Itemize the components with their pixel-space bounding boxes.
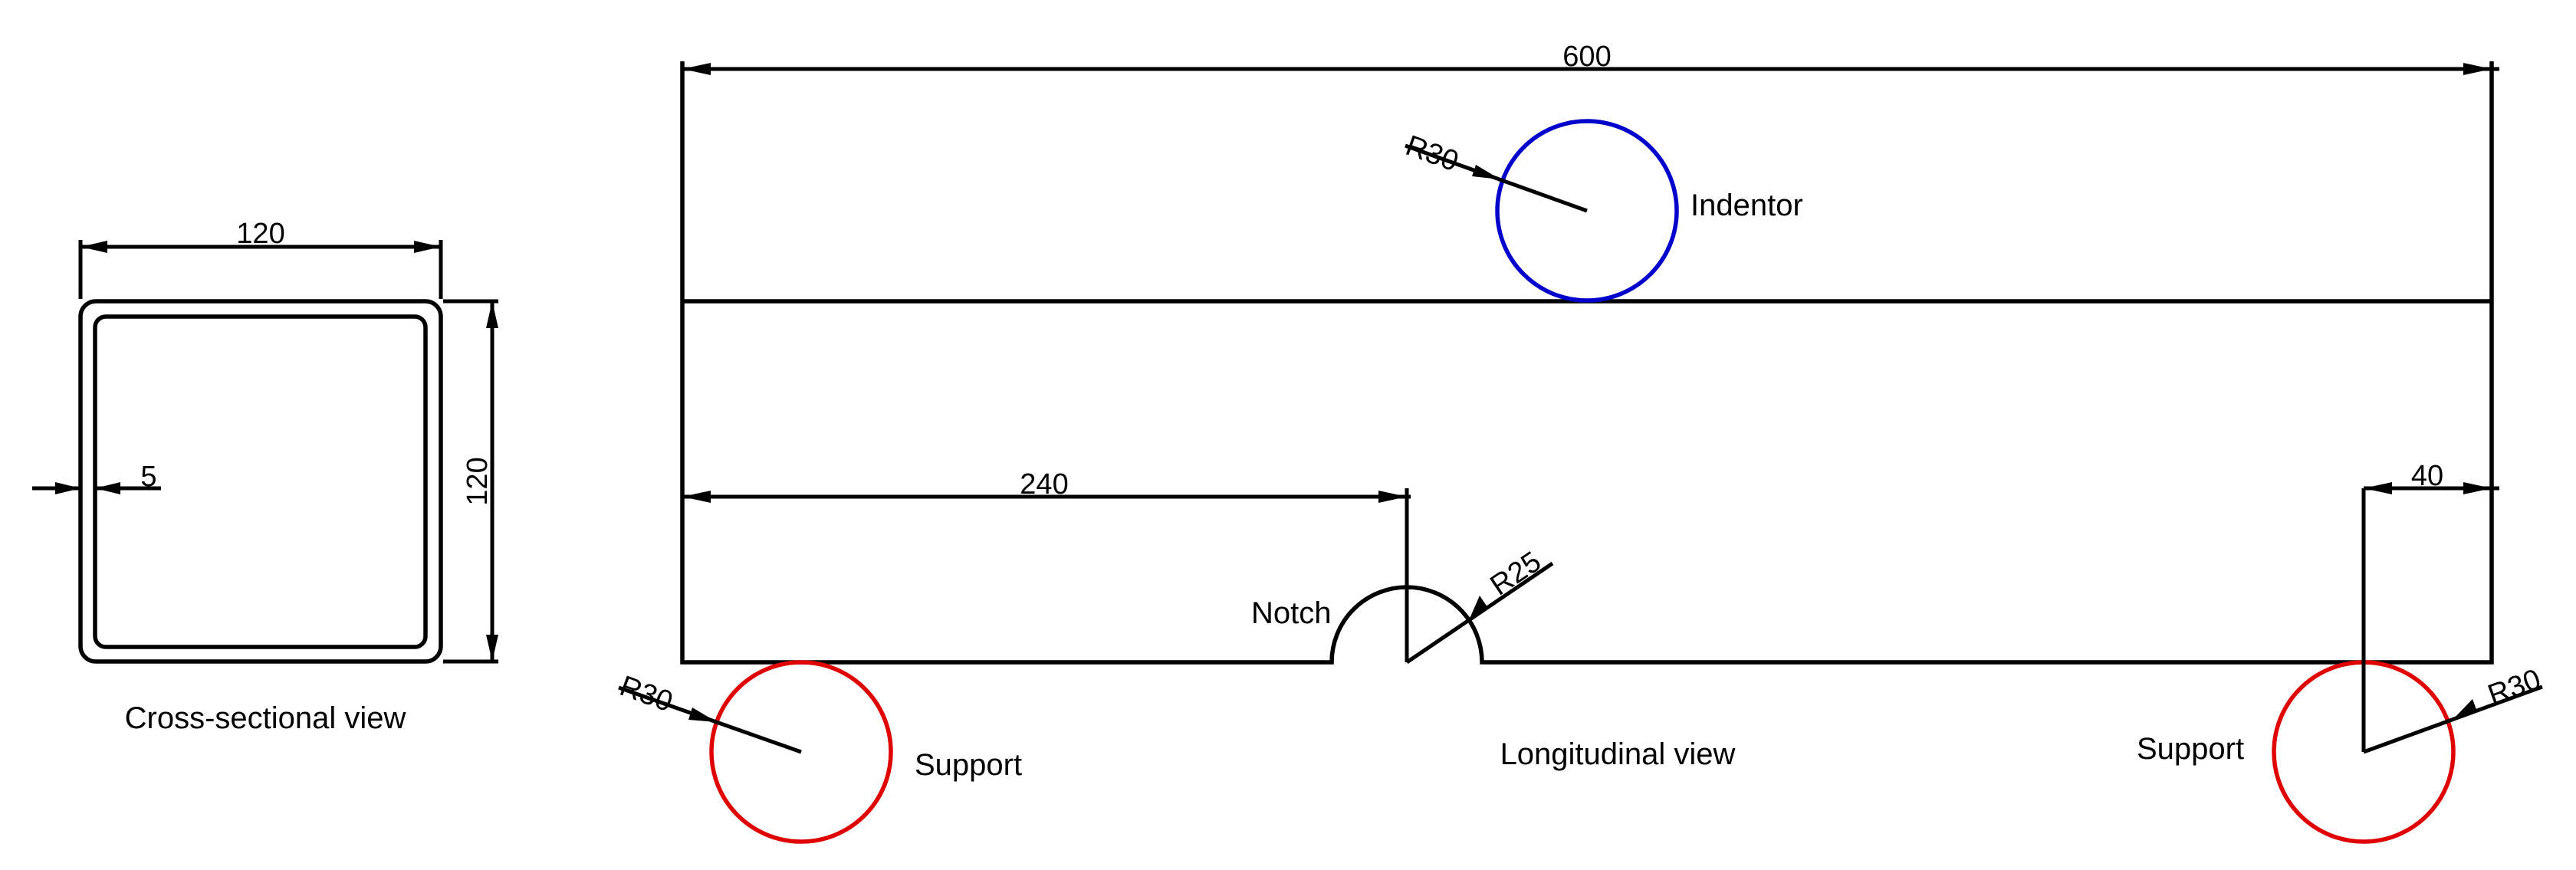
- indentor-radius-text: R30: [1401, 130, 1463, 178]
- arrow-head: [486, 301, 498, 328]
- arrow-head: [682, 63, 711, 75]
- indentor-label: Indentor: [1691, 189, 1803, 222]
- length-dimension: 600: [682, 41, 2499, 75]
- arrow-head: [2463, 63, 2492, 75]
- thickness-dimension: 5: [32, 461, 161, 494]
- arrow-head: [2453, 699, 2477, 720]
- arrow-head: [688, 707, 717, 722]
- outer-wall: [78, 299, 443, 664]
- left-support: R30 Support: [616, 660, 1022, 844]
- longitudinal-caption: Longitudinal view: [1500, 737, 1736, 771]
- arrow-head: [682, 491, 711, 503]
- notch-pos-dim-text: 240: [1020, 468, 1068, 501]
- arrow-head: [80, 241, 107, 253]
- right-support-radius-text: R30: [2484, 663, 2545, 711]
- left-support-circle: [709, 660, 893, 844]
- arrow-head: [1378, 491, 1407, 503]
- left-support-radius-text: R30: [616, 670, 677, 718]
- notch-label: Notch: [1251, 596, 1332, 630]
- support-offset-dim-text: 40: [2411, 460, 2443, 492]
- right-support: R30 Support: [2137, 488, 2545, 844]
- indentor: R30 Indentor: [1401, 119, 1803, 303]
- arrow-head: [414, 241, 441, 253]
- beam-outline: [680, 61, 2494, 665]
- height-dimension: 120: [443, 299, 498, 664]
- notch-position-dimension: 240: [682, 468, 1411, 662]
- inner-wall: [93, 314, 428, 649]
- cross-section-view: 120 120 5 Cross-sectional view: [32, 218, 498, 735]
- width-dimension: 120: [78, 218, 443, 299]
- indentor-circle: [1495, 119, 1679, 303]
- length-dim-text: 600: [1562, 41, 1611, 73]
- height-dim-text: 120: [462, 457, 494, 505]
- left-support-label: Support: [915, 748, 1022, 782]
- notch-radius-text: R25: [1485, 546, 1547, 602]
- support-offset-dimension: 40: [2364, 460, 2499, 494]
- arrow-head: [2364, 482, 2392, 494]
- arrow-head: [1472, 165, 1500, 179]
- right-support-label: Support: [2137, 732, 2244, 766]
- cross-section-caption: Cross-sectional view: [125, 701, 406, 735]
- notch-radius: R25 Notch: [1251, 546, 1554, 665]
- arrow-head: [2463, 482, 2492, 494]
- arrow-head: [55, 482, 80, 494]
- arrow-head: [486, 635, 498, 662]
- arrow-head: [95, 482, 120, 494]
- longitudinal-view: 600 R30 Indentor 240 R25 Notch: [616, 41, 2545, 844]
- width-dim-text: 120: [236, 218, 284, 250]
- arrow-head: [1469, 596, 1487, 620]
- thickness-dim-text: 5: [140, 461, 156, 493]
